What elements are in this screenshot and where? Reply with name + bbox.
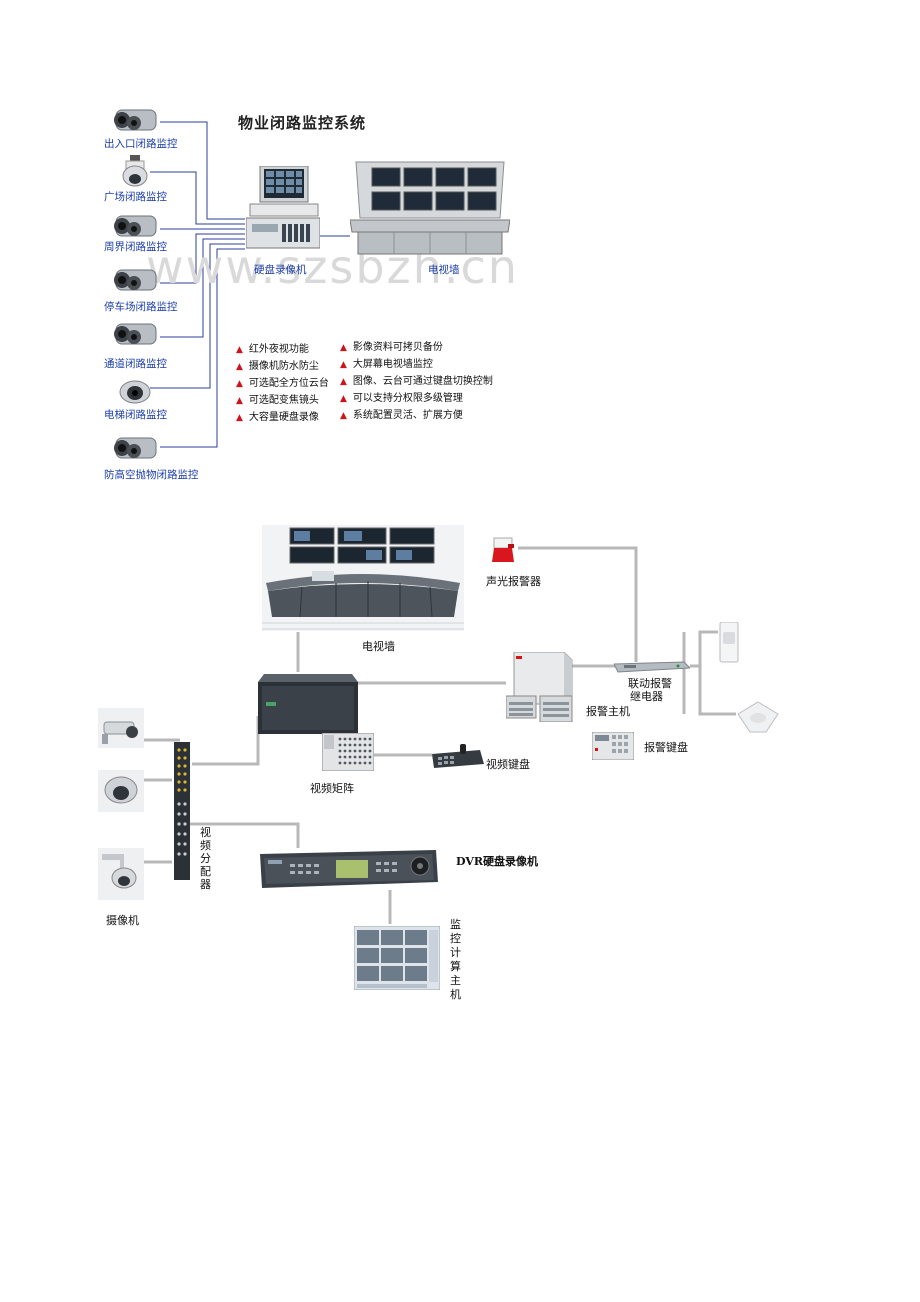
video-splitter-icon bbox=[174, 742, 190, 880]
triangle-bullet-icon: ▲ bbox=[340, 411, 347, 421]
dome-camera-icon bbox=[98, 770, 144, 812]
feature-item: ▲可以支持分权限多级管理 bbox=[340, 393, 463, 404]
feature-list-right: ▲影像资料可拷贝备份 ▲大屏幕电视墙监控 ▲图像、云台可通过键盘切换控制 ▲可以… bbox=[340, 338, 493, 423]
dvr-label: DVR硬盘录像机 bbox=[456, 855, 539, 868]
feature-item: ▲可选配变焦镜头 bbox=[236, 395, 319, 406]
monitor-screen-icon bbox=[353, 925, 441, 991]
alarm-host-label: 报警主机 bbox=[586, 705, 630, 718]
camera-item bbox=[110, 434, 162, 468]
camera-bullet bbox=[98, 708, 144, 752]
relay-label-line1: 联动报警 bbox=[628, 677, 672, 690]
video-matrix-label: 视频矩阵 bbox=[310, 782, 354, 795]
alarm-keypad-icon bbox=[591, 731, 635, 761]
feature-item: ▲可选配全方位云台 bbox=[236, 378, 329, 389]
bullet-camera-icon bbox=[114, 269, 157, 291]
video-splitter bbox=[172, 742, 192, 884]
bullet-camera-icon bbox=[114, 323, 157, 345]
tv-wall-icon bbox=[349, 161, 511, 255]
triangle-bullet-icon: ▲ bbox=[340, 360, 347, 370]
relay-icon bbox=[613, 661, 692, 673]
camera-speed-dome bbox=[98, 848, 144, 904]
ceiling-sensor-icon bbox=[737, 701, 779, 733]
pir-sensor bbox=[718, 621, 740, 668]
tv-wall-label: 电视墙 bbox=[362, 640, 395, 653]
bullet-camera-icon bbox=[114, 437, 157, 459]
alarm-keypad-label: 报警键盘 bbox=[644, 741, 688, 754]
relay-label: 联动报警 继电器 bbox=[628, 677, 672, 703]
camera-label: 防高空抛物闭路监控 bbox=[104, 469, 199, 481]
dvr-label: 硬盘录像机 bbox=[254, 264, 307, 276]
diagram1-connection-lines bbox=[150, 121, 350, 448]
monitor-pc-label: 监控计算主机 bbox=[450, 918, 461, 1001]
feature-item: ▲红外夜视功能 bbox=[236, 344, 309, 355]
monitor-pc bbox=[353, 925, 441, 994]
speed-dome-camera-icon bbox=[98, 848, 144, 900]
triangle-bullet-icon: ▲ bbox=[340, 343, 347, 353]
alarm-host bbox=[505, 651, 576, 726]
feature-list-left: ▲红外夜视功能 ▲摄像机防水防尘 ▲可选配全方位云台 ▲可选配变焦镜头 ▲大容量… bbox=[236, 340, 329, 425]
camera-item bbox=[110, 320, 162, 354]
dvr-recorder-icon bbox=[260, 850, 438, 888]
camera-label: 广场闭路监控 bbox=[104, 191, 167, 203]
feature-item: ▲影像资料可拷贝备份 bbox=[340, 342, 443, 353]
camera-dome bbox=[98, 770, 144, 816]
tv-wall-room-icon bbox=[262, 525, 464, 631]
camera-item bbox=[110, 106, 162, 140]
triangle-bullet-icon: ▲ bbox=[236, 345, 243, 355]
video-keyboard bbox=[430, 744, 484, 774]
relay-label-line2: 继电器 bbox=[630, 690, 663, 703]
camera-item bbox=[118, 374, 152, 408]
camera-label: 电梯闭路监控 bbox=[104, 409, 167, 421]
camera-label: 摄像机 bbox=[106, 914, 139, 927]
ceiling-sensor bbox=[736, 700, 780, 738]
bullet-camera-icon bbox=[98, 708, 144, 748]
matrix-chassis-icon bbox=[258, 674, 358, 734]
camera-label: 周界闭路监控 bbox=[104, 241, 167, 253]
camera-label: 停车场闭路监控 bbox=[104, 301, 178, 313]
dvr-workstation bbox=[245, 165, 321, 254]
feature-item: ▲图像、云台可通过键盘切换控制 bbox=[340, 376, 493, 387]
feature-item: ▲系统配置灵活、扩展方便 bbox=[340, 410, 463, 421]
camera-item bbox=[118, 154, 152, 192]
siren-icon bbox=[492, 537, 514, 562]
feature-item: ▲大屏幕电视墙监控 bbox=[340, 359, 433, 370]
video-splitter-label: 视频分配器 bbox=[200, 826, 211, 891]
pir-sensor-icon bbox=[719, 621, 739, 663]
alarm-keypad bbox=[591, 731, 635, 764]
feature-item: ▲大容量硬盘录像 bbox=[236, 412, 319, 423]
alarm-host-icon bbox=[505, 651, 573, 723]
video-matrix-chassis bbox=[258, 674, 358, 740]
bullet-camera-icon bbox=[114, 215, 157, 237]
camera-label: 通道闭路监控 bbox=[104, 358, 167, 370]
triangle-bullet-icon: ▲ bbox=[340, 394, 347, 404]
siren-device bbox=[490, 536, 518, 570]
camera-label: 出入口闭路监控 bbox=[104, 138, 178, 150]
video-keyboard-label: 视频键盘 bbox=[486, 758, 530, 771]
video-matrix bbox=[321, 732, 375, 775]
triangle-bullet-icon: ▲ bbox=[236, 413, 243, 423]
bullet-camera-icon bbox=[114, 109, 157, 131]
video-matrix-icon bbox=[321, 732, 375, 772]
tv-wall-label: 电视墙 bbox=[428, 264, 460, 276]
camera-item bbox=[110, 266, 162, 300]
diagram1-title: 物业闭路监控系统 bbox=[238, 114, 367, 132]
dvr-recorder-icon bbox=[245, 165, 321, 249]
speed-dome-camera-icon bbox=[122, 155, 148, 187]
triangle-bullet-icon: ▲ bbox=[236, 362, 243, 372]
tv-wall-room bbox=[262, 525, 464, 635]
dome-camera-icon bbox=[119, 380, 151, 404]
triangle-bullet-icon: ▲ bbox=[236, 379, 243, 389]
triangle-bullet-icon: ▲ bbox=[236, 396, 243, 406]
feature-item: ▲摄像机防水防尘 bbox=[236, 361, 319, 372]
dvr-recorder bbox=[260, 850, 438, 894]
siren-label: 声光报警器 bbox=[486, 575, 541, 588]
video-keyboard-icon bbox=[432, 744, 484, 768]
camera-item bbox=[110, 212, 162, 246]
triangle-bullet-icon: ▲ bbox=[340, 377, 347, 387]
tv-wall-console bbox=[349, 158, 511, 262]
